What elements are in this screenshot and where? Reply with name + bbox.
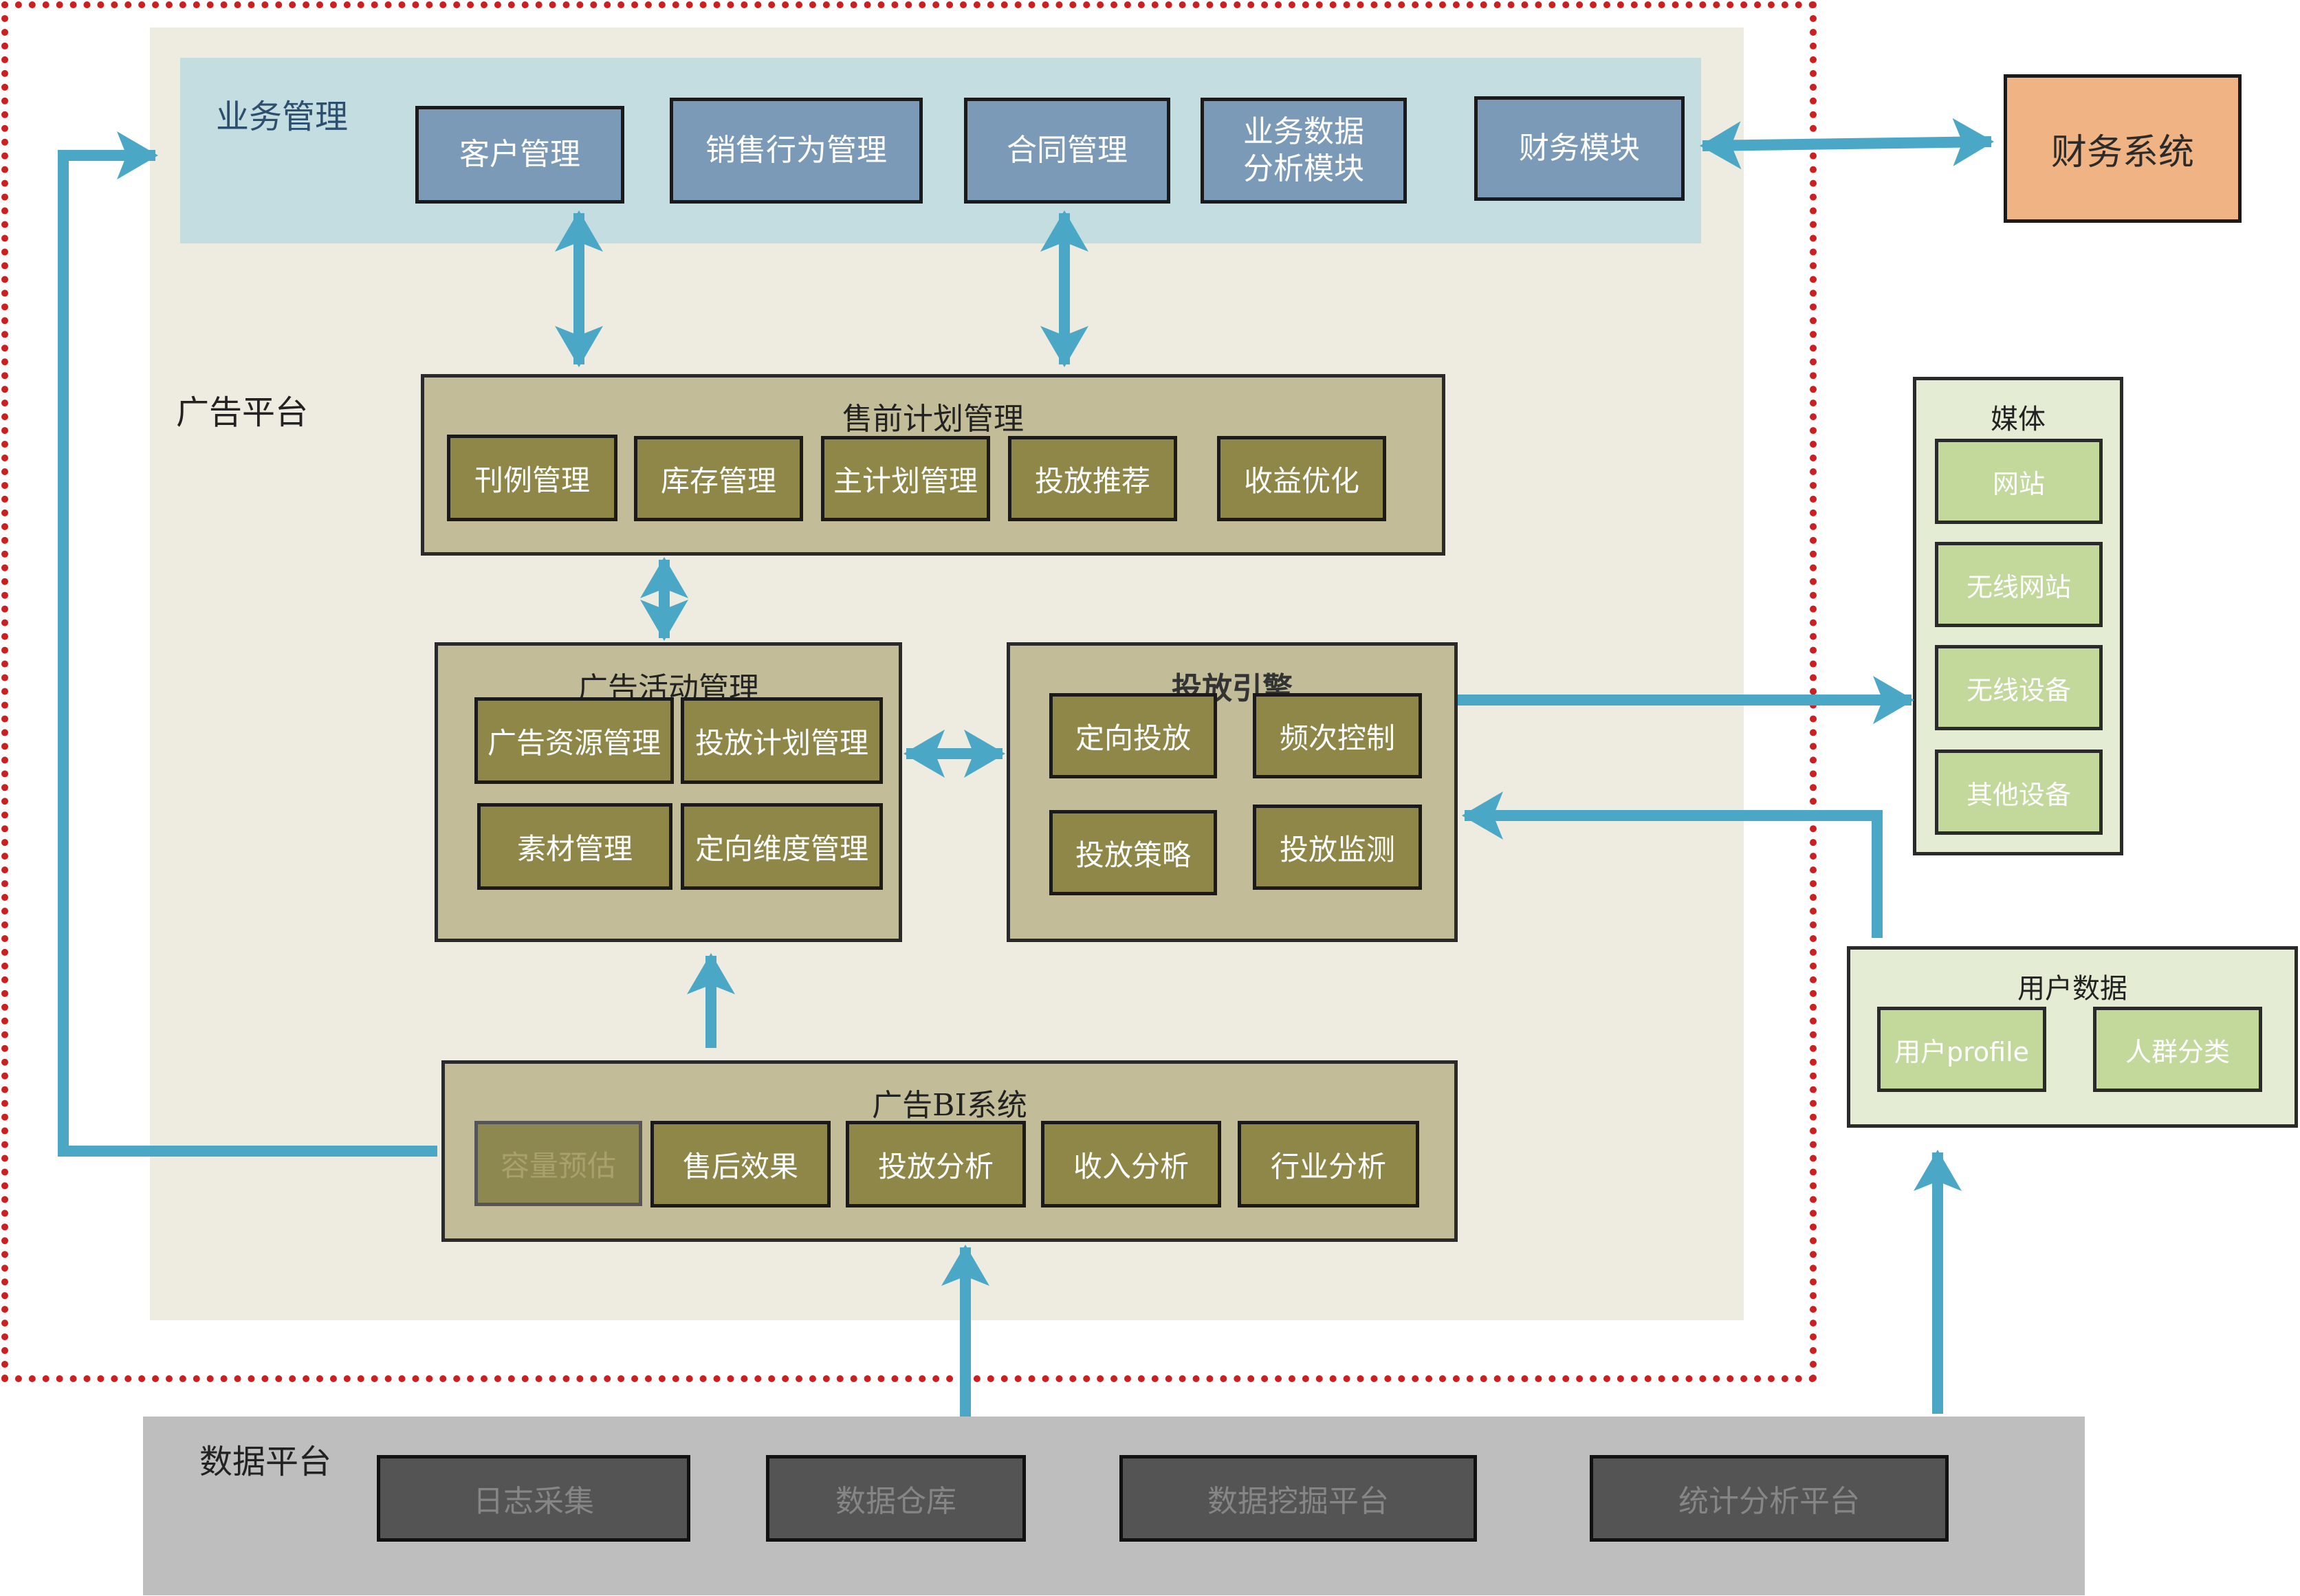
presale-box-recommend[interactable]: 投放推荐 — [1008, 436, 1177, 521]
engine-box-strategy[interactable]: 投放策略 — [1049, 810, 1217, 895]
ad-platform-label: 广告平台 — [176, 393, 309, 432]
data-platform-label: 数据平台 — [199, 1443, 332, 1481]
media-box-mobile-website[interactable]: 无线网站 — [1935, 542, 2103, 627]
engine-box-targeted[interactable]: 定向投放 — [1049, 693, 1217, 778]
arrow-user-engine — [1462, 791, 1883, 938]
bi-box-revenue-analysis[interactable]: 收入分析 — [1041, 1121, 1221, 1207]
data-box-log-collection[interactable]: 日志采集 — [377, 1455, 690, 1542]
campaign-box-targeting-dim[interactable]: 定向维度管理 — [681, 803, 883, 890]
user-box-profile[interactable]: 用户profile — [1877, 1007, 2046, 1092]
media-box-other-device[interactable]: 其他设备 — [1935, 750, 2103, 835]
presale-box-master-plan[interactable]: 主计划管理 — [821, 436, 990, 521]
engine-box-monitoring[interactable]: 投放监测 — [1253, 805, 1422, 890]
user-data-title: 用户数据 — [2017, 973, 2127, 1005]
media-box-website[interactable]: 网站 — [1935, 439, 2103, 524]
bi-box-capacity[interactable]: 容量预估 — [474, 1121, 642, 1206]
media-title: 媒体 — [1991, 404, 2046, 435]
campaign-box-material[interactable]: 素材管理 — [477, 803, 672, 890]
presale-plan-title: 售前计划管理 — [842, 402, 1024, 437]
presale-box-revenue-opt[interactable]: 收益优化 — [1217, 436, 1386, 521]
campaign-panel: 广告活动管理 — [435, 642, 902, 942]
bi-box-after-sales[interactable]: 售后效果 — [650, 1121, 831, 1207]
ad-system-boundary — [1, 1, 1817, 1382]
data-box-warehouse[interactable]: 数据仓库 — [766, 1455, 1026, 1542]
bi-box-industry-analysis[interactable]: 行业分析 — [1238, 1121, 1419, 1207]
campaign-box-ad-resource[interactable]: 广告资源管理 — [474, 697, 674, 784]
finance-system-box[interactable]: 财务系统 — [2004, 74, 2242, 223]
bi-box-delivery-analysis[interactable]: 投放分析 — [846, 1121, 1026, 1207]
data-box-mining-platform[interactable]: 数据挖掘平台 — [1119, 1455, 1477, 1542]
presale-box-rate-card[interactable]: 刊例管理 — [447, 435, 617, 521]
campaign-box-plan[interactable]: 投放计划管理 — [681, 697, 883, 784]
data-box-statistics-platform[interactable]: 统计分析平台 — [1590, 1455, 1949, 1542]
arrow-bi-business — [58, 131, 437, 1157]
biz-box-customer[interactable]: 客户管理 — [415, 106, 624, 204]
presale-box-inventory[interactable]: 库存管理 — [634, 436, 803, 521]
biz-box-biz-data-analysis[interactable]: 业务数据 分析模块 — [1201, 98, 1407, 204]
user-box-segment[interactable]: 人群分类 — [2093, 1007, 2262, 1092]
biz-data-analysis-line1: 业务数据 分析模块 — [1243, 114, 1364, 186]
biz-box-contract[interactable]: 合同管理 — [964, 98, 1170, 204]
business-management-label: 业务管理 — [216, 98, 349, 136]
biz-box-sales-behavior[interactable]: 销售行为管理 — [670, 98, 923, 204]
ad-bi-title: 广告BI系统 — [872, 1088, 1027, 1123]
arrow-finance — [1700, 118, 1994, 170]
engine-box-frequency[interactable]: 频次控制 — [1253, 693, 1422, 778]
media-box-mobile-device[interactable]: 无线设备 — [1935, 645, 2103, 730]
biz-box-finance-module[interactable]: 财务模块 — [1474, 96, 1685, 201]
